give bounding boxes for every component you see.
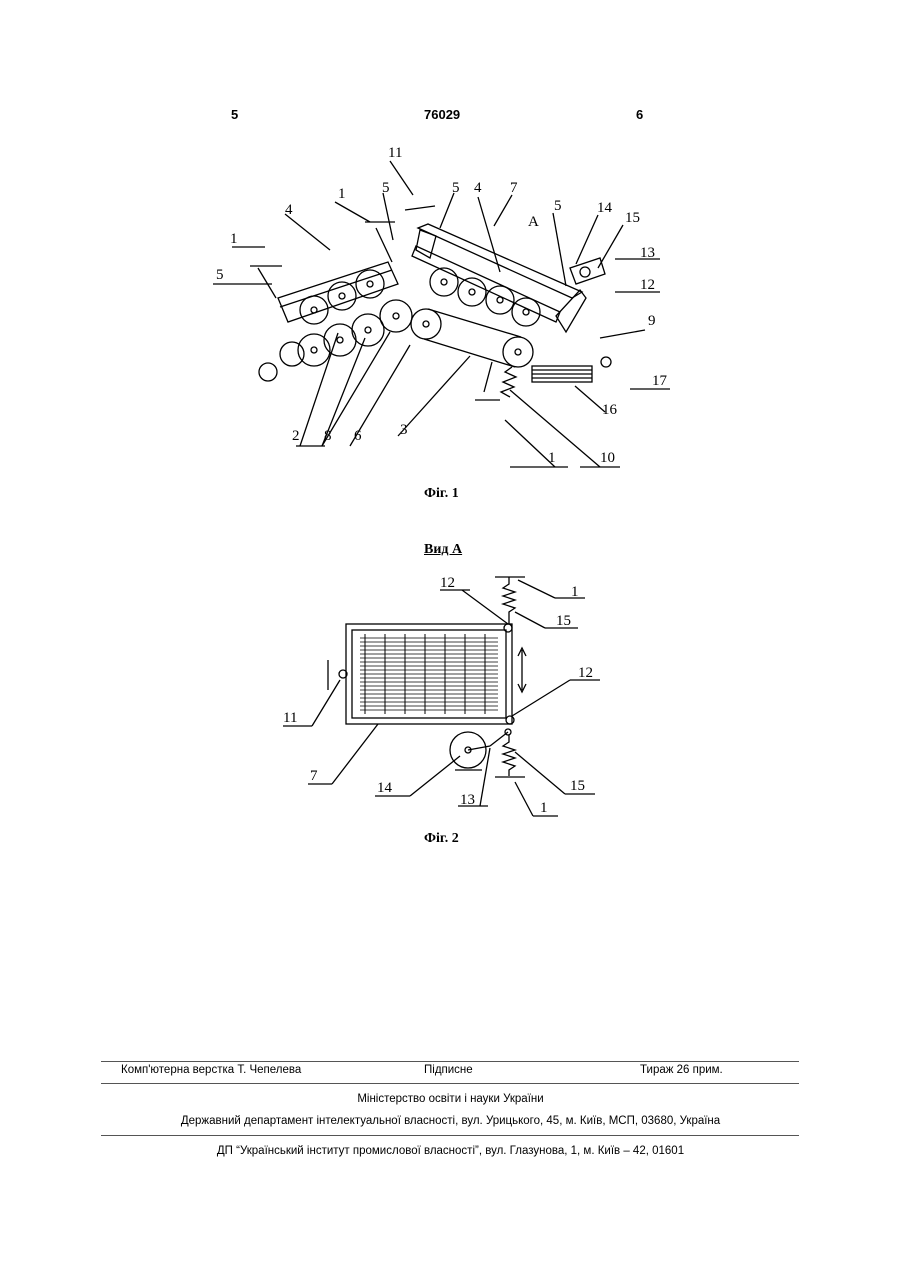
fig1-label-5c: 5 — [452, 180, 460, 196]
footer-rule-top — [101, 1061, 799, 1062]
fig2-label-7: 7 — [310, 768, 318, 784]
footer-circulation: Тираж 26 прим. — [640, 1064, 723, 1076]
fig1-label-17: 17 — [652, 373, 668, 389]
fig1-label-11: 11 — [388, 145, 402, 161]
fig2-label-15a: 15 — [556, 613, 571, 629]
fig1-label-4a: 4 — [285, 202, 293, 218]
fig2-label-1a: 1 — [571, 584, 579, 600]
fig1-label-3: 3 — [400, 422, 408, 438]
footer-ministry: Міністерство освіти і науки України — [0, 1093, 901, 1105]
fig1-label-5b: 5 — [382, 180, 390, 196]
fig1-label-16: 16 — [602, 402, 618, 418]
footer-rule-mid — [101, 1083, 799, 1084]
fig1-label-15: 15 — [625, 210, 640, 226]
figure-2-caption: Фіг. 2 — [424, 831, 459, 847]
fig1-label-12: 12 — [640, 277, 655, 293]
fig1-label-5a: 5 — [216, 267, 224, 283]
fig1-label-1b: 1 — [338, 186, 346, 202]
figure-2-drawing: 12 1 15 12 11 7 14 13 15 1 — [0, 560, 901, 830]
fig2-label-14: 14 — [377, 780, 393, 796]
fig1-label-9: 9 — [648, 313, 656, 329]
figure-1-caption: Фіг. 1 — [424, 486, 459, 502]
fig1-label-5d: 5 — [554, 198, 562, 214]
fig1-label-14: 14 — [597, 200, 613, 216]
fig1-label-13: 13 — [640, 245, 655, 261]
fig2-label-11: 11 — [283, 710, 297, 726]
fig1-label-A: A — [528, 214, 539, 230]
fig2-label-13: 13 — [460, 792, 475, 808]
fig2-label-12a: 12 — [440, 575, 455, 591]
fig1-label-8: 8 — [324, 428, 332, 444]
footer-institute: ДП “Український інститут промислової вла… — [0, 1145, 901, 1157]
fig1-label-1c: 1 — [548, 450, 556, 466]
footer-department: Державний департамент інтелектуальної вл… — [0, 1115, 901, 1127]
fig2-label-12b: 12 — [578, 665, 593, 681]
fig1-label-2: 2 — [292, 428, 300, 444]
fig1-label-6: 6 — [354, 428, 362, 444]
footer-rule-bottom — [101, 1135, 799, 1136]
view-a-title: Вид А — [424, 542, 462, 558]
fig1-label-10: 10 — [600, 450, 615, 466]
footer-signed: Підписне — [424, 1064, 473, 1076]
footer-layout: Комп'ютерна верстка Т. Чепелева — [121, 1064, 301, 1076]
fig2-label-1b: 1 — [540, 800, 548, 816]
figure-1-drawing: 1 5 4 1 5 11 5 4 7 A 5 14 15 13 12 9 17 … — [0, 0, 901, 500]
fig1-label-1a: 1 — [230, 231, 238, 247]
fig1-label-7: 7 — [510, 180, 518, 196]
fig1-label-4b: 4 — [474, 180, 482, 196]
fig2-label-15b: 15 — [570, 778, 585, 794]
